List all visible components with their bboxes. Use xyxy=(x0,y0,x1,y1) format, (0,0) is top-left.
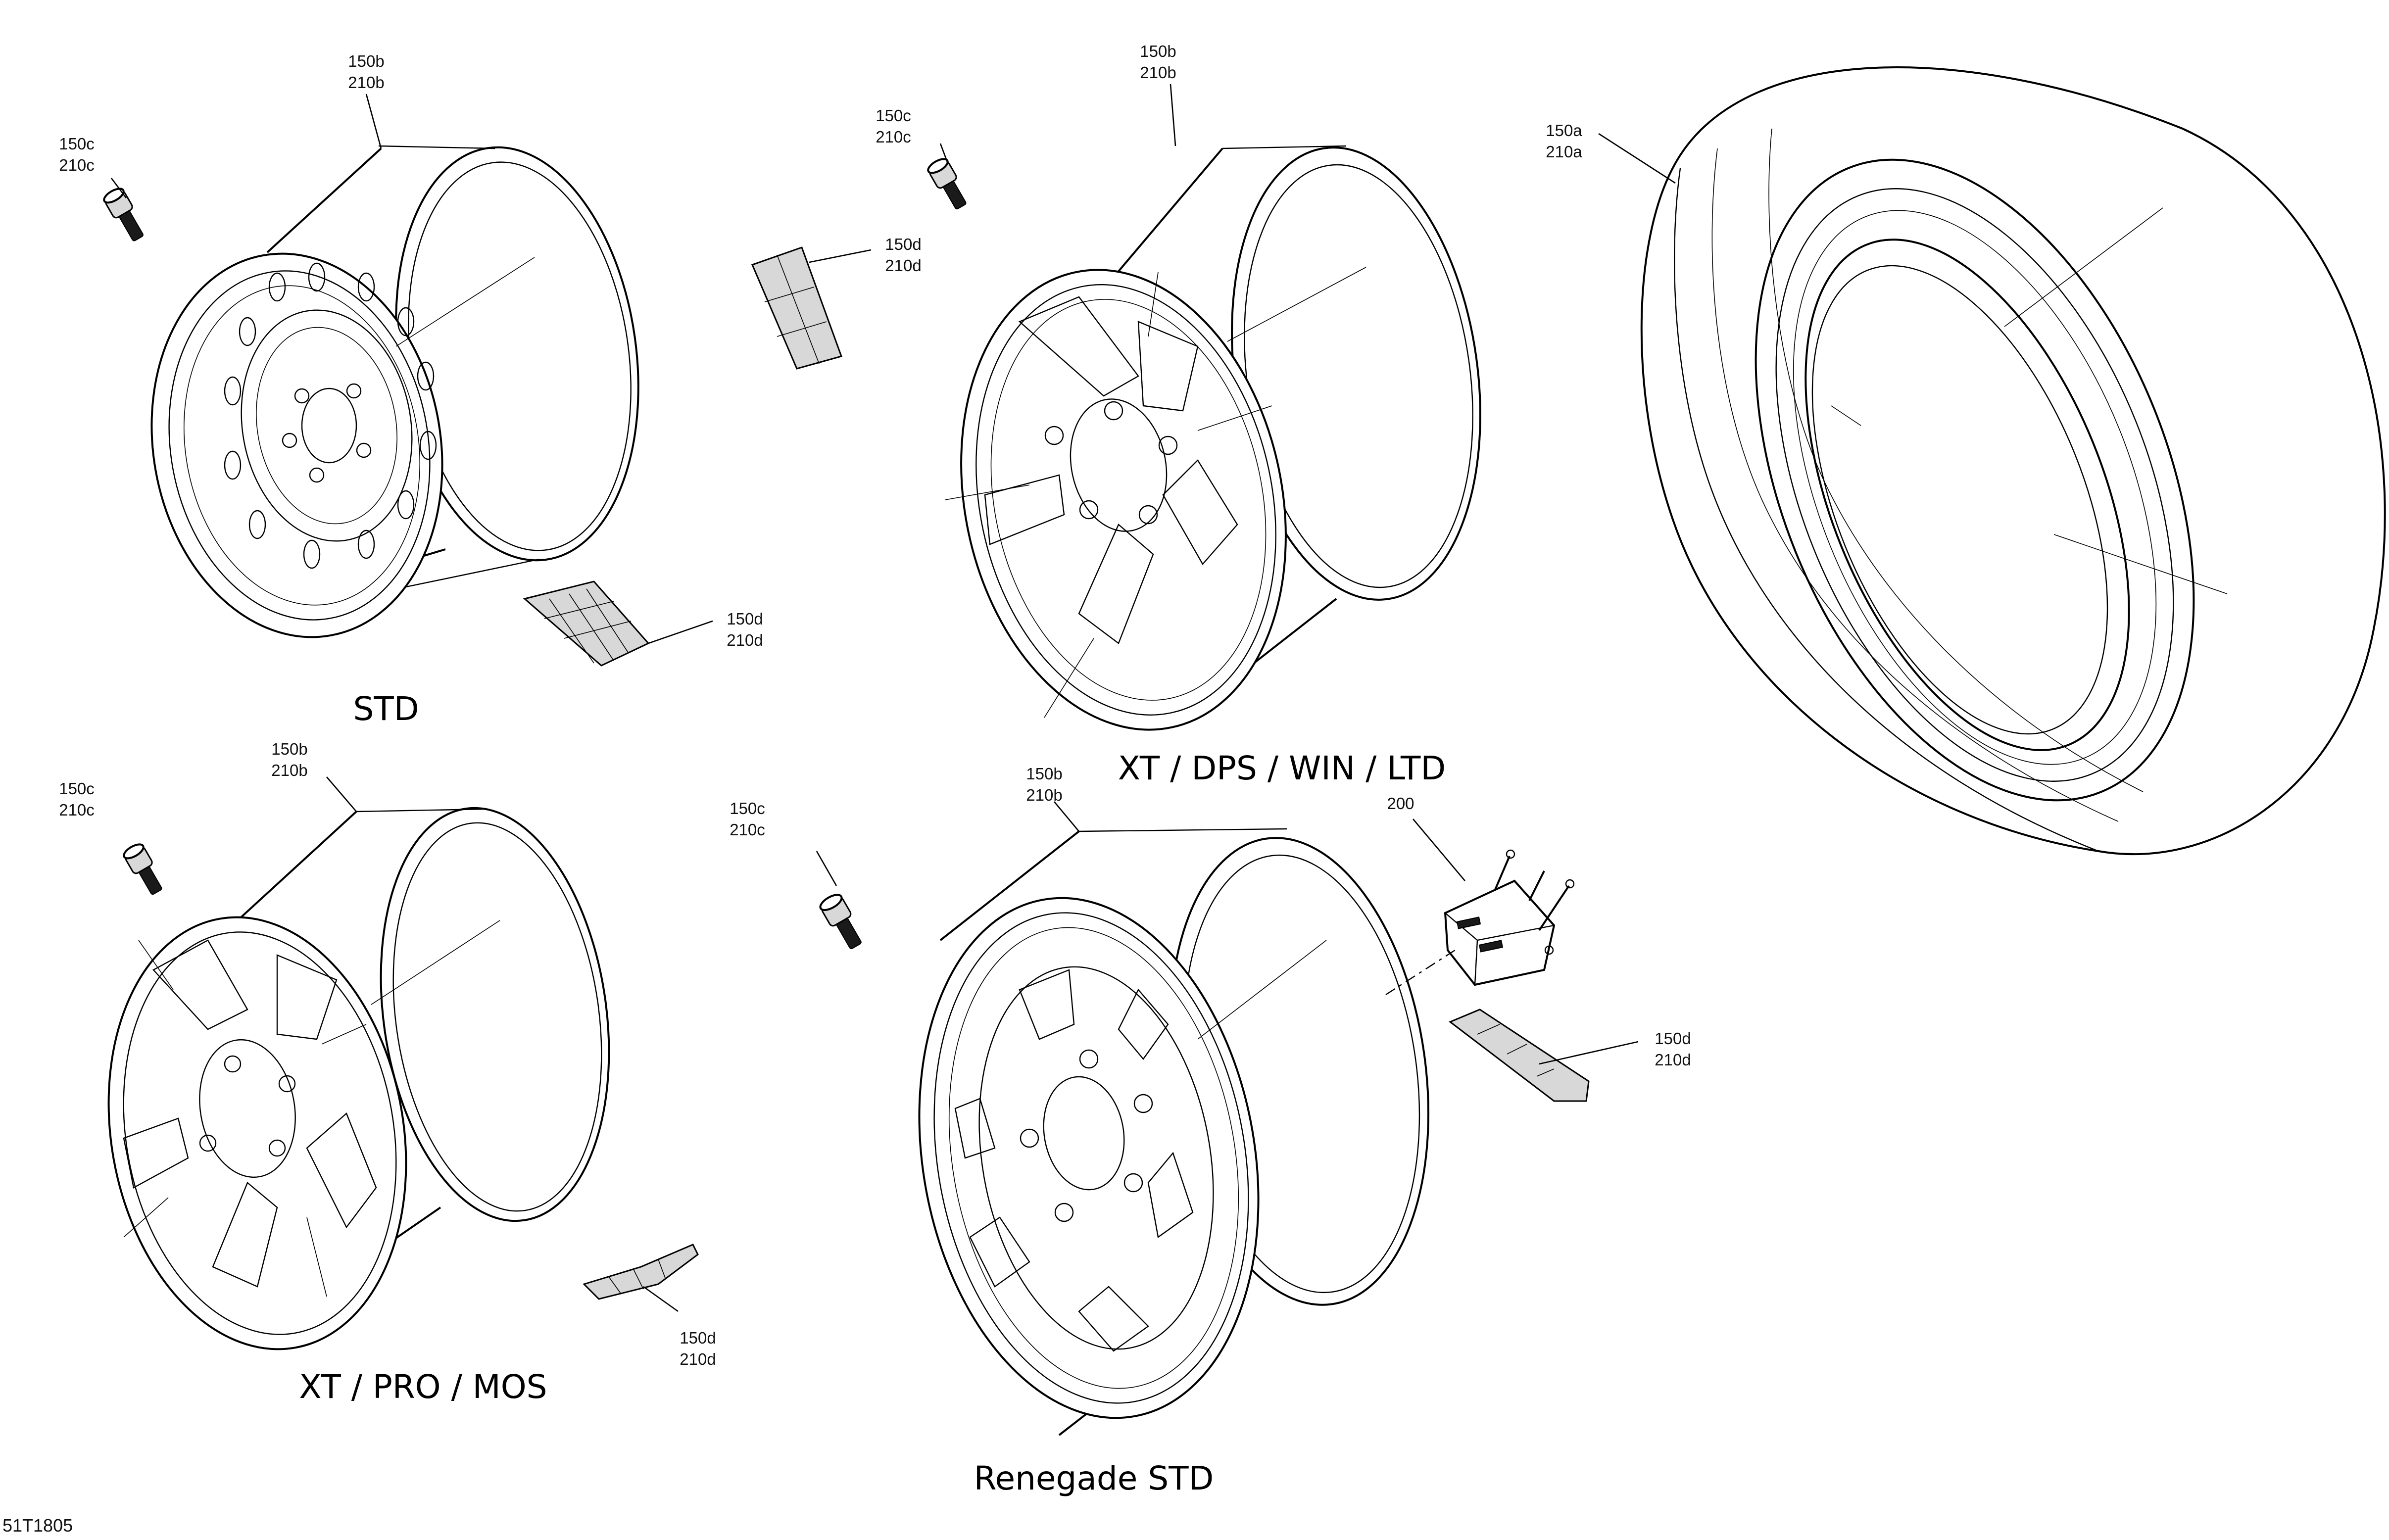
std-weight-leader-line xyxy=(648,620,713,644)
variant-label-std: STD xyxy=(353,690,419,728)
xt-pro-valve-callout-2: 210c xyxy=(59,801,95,819)
xt-pro-rim-callout-2: 210b xyxy=(271,761,307,779)
xt-dps-wheel-weight-drawing[interactable] xyxy=(751,246,842,370)
xt-pro-weight-leader-line xyxy=(643,1286,679,1312)
xt-pro-rim-leader-line xyxy=(326,776,357,812)
xt-pro-weight-callout-2: 210d xyxy=(680,1350,716,1368)
renegade-valve-callout-1: 150c xyxy=(730,799,765,818)
xt-dps-rim-leader-line xyxy=(1170,84,1176,146)
renegade-valve-callout-2: 210c xyxy=(730,820,765,839)
std-valve-callout-2: 210c xyxy=(59,156,95,174)
renegade-cap-leader-line xyxy=(1413,818,1465,881)
xt-dps-valve-callout-2: 210c xyxy=(876,128,911,146)
xt-pro-rim-callout-1: 150b xyxy=(271,740,307,758)
xt-dps-rim-callout-2: 210b xyxy=(1140,63,1176,82)
xt-dps-weight-leader-line xyxy=(809,249,872,263)
xt-pro-valve-callout-1: 150c xyxy=(59,779,95,798)
xt-dps-valve-leader-line xyxy=(939,143,949,164)
renegade-weight-callout-2: 210d xyxy=(1655,1051,1691,1069)
renegade-valve-leader-line xyxy=(816,851,837,886)
xt-dps-rim-spokes xyxy=(945,272,1272,718)
renegade-valve-stem-drawing[interactable] xyxy=(818,892,867,952)
std-rim-callout-1: 150b xyxy=(348,52,384,70)
renegade-wheel-weight-drawing[interactable] xyxy=(1449,1009,1590,1102)
xt-dps-rim-callout-1: 150b xyxy=(1140,42,1176,60)
std-valve-stem-drawing[interactable] xyxy=(102,186,148,244)
renegade-weight-callout-1: 150d xyxy=(1655,1029,1691,1048)
renegade-cap-axis-line xyxy=(1385,949,1456,996)
variant-label-xt-pro-mos: XT / PRO / MOS xyxy=(299,1368,547,1406)
variant-label-renegade-std: Renegade STD xyxy=(974,1459,1214,1497)
tire-drawing[interactable] xyxy=(1640,66,2386,865)
renegade-rim-callout-1: 150b xyxy=(1026,765,1062,783)
document-id: 51T1805 xyxy=(2,1515,73,1536)
std-rim-leader-line xyxy=(365,94,382,149)
renegade-rim-callout-2: 210b xyxy=(1026,786,1062,804)
renegade-rim-windows xyxy=(954,969,1194,1352)
std-wheel-weight-drawing[interactable] xyxy=(523,580,650,667)
std-valve-callout-1: 150c xyxy=(59,135,95,153)
xt-dps-weight-callout-2: 210d xyxy=(885,256,921,275)
renegade-cap-callout: 200 xyxy=(1387,794,1414,813)
renegade-rim-leader-line xyxy=(1054,801,1079,832)
xt-pro-wheel-weight-drawing[interactable] xyxy=(583,1244,699,1300)
variant-label-xt-dps-win-ltd: XT / DPS / WIN / LTD xyxy=(1118,749,1446,787)
std-rim-holes xyxy=(224,262,437,569)
renegade-center-cap-drawing[interactable] xyxy=(1444,849,1575,986)
xt-pro-rim-spokes xyxy=(123,939,377,1297)
xt-dps-valve-callout-1: 150c xyxy=(876,106,911,125)
std-rim-callout-2: 210b xyxy=(348,73,384,92)
tire-callout-1: 150a xyxy=(1546,121,1582,140)
renegade-rim-drawing[interactable] xyxy=(880,821,1457,1445)
tire-callout-2: 210a xyxy=(1546,143,1582,161)
std-rim-drawing[interactable] xyxy=(122,132,664,661)
xt-pro-weight-callout-1: 150d xyxy=(680,1329,716,1347)
std-valve-leader-line xyxy=(110,178,127,198)
tire-leader-line xyxy=(1598,133,1676,184)
renegade-weight-leader-line xyxy=(1539,1041,1639,1065)
std-weight-callout-2: 210d xyxy=(727,631,763,649)
xt-dps-valve-stem-drawing[interactable] xyxy=(926,156,971,212)
xt-pro-valve-stem-drawing[interactable] xyxy=(122,842,167,898)
std-weight-callout-1: 150d xyxy=(727,610,763,628)
xt-pro-rim-drawing[interactable] xyxy=(76,793,634,1373)
xt-dps-rim-drawing[interactable] xyxy=(920,131,1508,760)
xt-dps-weight-callout-1: 150d xyxy=(885,235,921,253)
